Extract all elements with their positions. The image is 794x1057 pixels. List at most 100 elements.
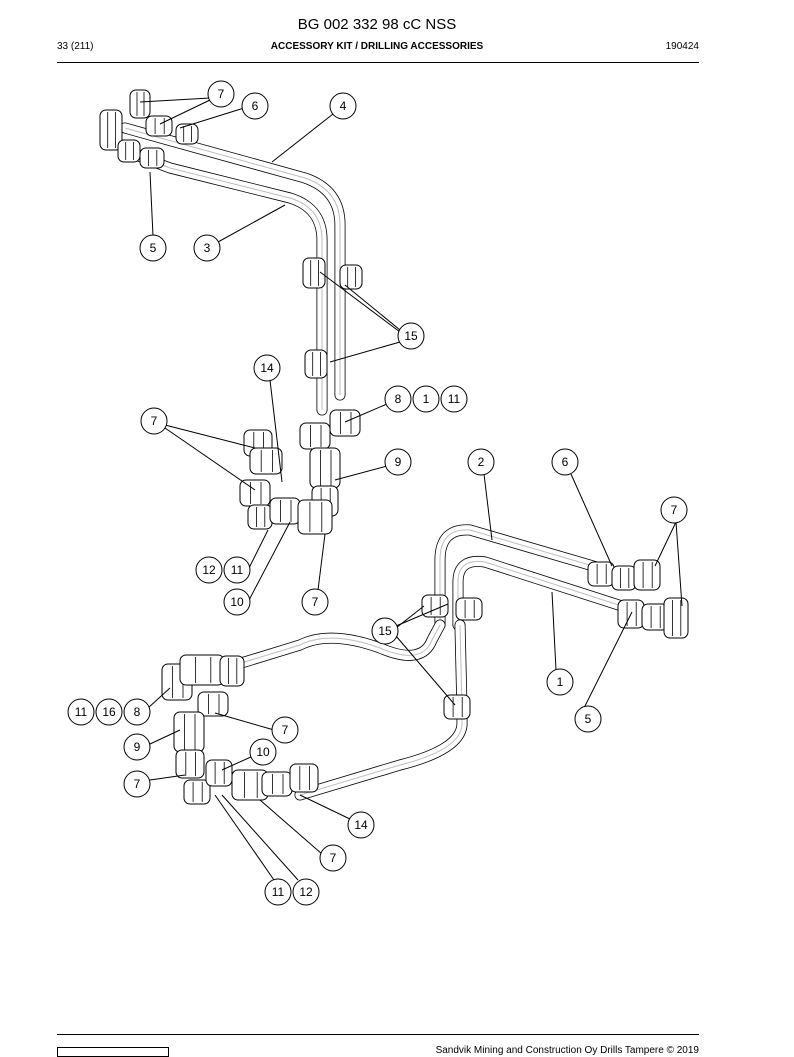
callout-circle bbox=[253, 354, 281, 382]
callout-label: 9 bbox=[395, 455, 402, 469]
page-number: 33 (211) bbox=[57, 41, 94, 52]
callout-circle bbox=[551, 448, 579, 476]
callout-circle bbox=[292, 878, 320, 906]
callout-8: 8 bbox=[123, 698, 151, 726]
callout-label: 7 bbox=[151, 414, 158, 428]
callout-circle bbox=[123, 733, 151, 761]
callout-circle bbox=[241, 92, 269, 120]
callout-label: 16 bbox=[102, 705, 116, 719]
callout-11: 11 bbox=[264, 878, 292, 906]
pipe-highlight bbox=[224, 624, 441, 669]
callout-label: 10 bbox=[256, 745, 270, 759]
leader-line bbox=[654, 521, 677, 567]
leader-line bbox=[317, 533, 326, 591]
nut-fitting bbox=[269, 497, 301, 525]
nut-fitting bbox=[261, 771, 293, 797]
callout-circle bbox=[95, 698, 123, 726]
callout-9: 9 bbox=[123, 733, 151, 761]
elbow-fitting bbox=[297, 499, 333, 535]
callout-label: 15 bbox=[404, 329, 418, 343]
elbow-fitting bbox=[663, 597, 689, 639]
callout-label: 11 bbox=[75, 705, 88, 719]
callout-label: 11 bbox=[448, 392, 461, 406]
leader-line bbox=[334, 465, 388, 481]
callout-circle bbox=[123, 698, 151, 726]
leader-line bbox=[269, 379, 283, 483]
callout-circle bbox=[139, 234, 167, 262]
callout-circle bbox=[301, 588, 329, 616]
leader-line bbox=[570, 473, 613, 567]
clamp-block bbox=[455, 597, 483, 621]
leader-line bbox=[551, 591, 557, 671]
callout-circle bbox=[195, 556, 223, 584]
callout-14: 14 bbox=[253, 354, 281, 382]
callout-1: 1 bbox=[546, 668, 574, 696]
leader-line bbox=[214, 794, 275, 881]
leader-line bbox=[675, 521, 683, 607]
callout-circle bbox=[207, 80, 235, 108]
callout-circle bbox=[384, 448, 412, 476]
callout-label: 11 bbox=[272, 885, 285, 899]
callout-7: 7 bbox=[319, 844, 347, 872]
elbow-fitting bbox=[249, 447, 283, 475]
leader-line bbox=[149, 171, 154, 237]
pipe-highlight bbox=[124, 127, 341, 395]
pipe-body bbox=[123, 147, 327, 415]
callout-7: 7 bbox=[123, 770, 151, 798]
callout-label: 10 bbox=[230, 595, 244, 609]
leader-line bbox=[164, 424, 256, 449]
footer-rule bbox=[57, 1034, 699, 1035]
clamp-block bbox=[339, 264, 363, 290]
callout-circle bbox=[123, 770, 151, 798]
callout-6: 6 bbox=[551, 448, 579, 476]
leader-line bbox=[139, 97, 211, 103]
elbow-fitting bbox=[329, 409, 361, 437]
adapter-fitting bbox=[183, 779, 211, 805]
callout-circle bbox=[347, 811, 375, 839]
elbow-fitting bbox=[99, 109, 123, 151]
date-code: 190424 bbox=[665, 41, 699, 52]
callout-circle bbox=[319, 844, 347, 872]
callout-2: 2 bbox=[467, 448, 495, 476]
callout-circle bbox=[467, 448, 495, 476]
tee-fitting bbox=[309, 447, 341, 489]
callout-7: 7 bbox=[271, 716, 299, 744]
nut-fitting bbox=[587, 561, 615, 587]
leader-line bbox=[217, 204, 286, 243]
clamp-block bbox=[302, 257, 326, 289]
callout-label: 11 bbox=[231, 563, 244, 577]
adapter-fitting bbox=[129, 89, 151, 119]
callout-circle bbox=[384, 385, 412, 413]
callout-4: 4 bbox=[329, 92, 357, 120]
nut-fitting bbox=[175, 123, 199, 145]
callout-6: 6 bbox=[241, 92, 269, 120]
callout-11: 11 bbox=[440, 385, 468, 413]
section-title: ACCESSORY KIT / DRILLING ACCESSORIES bbox=[270, 41, 484, 52]
clamp-block bbox=[443, 694, 471, 720]
pipe-highlight bbox=[457, 560, 629, 625]
callout-1: 1 bbox=[412, 385, 440, 413]
callout-circle bbox=[140, 407, 168, 435]
adapter-fitting bbox=[299, 422, 331, 450]
callout-7: 7 bbox=[207, 80, 235, 108]
leader-line bbox=[247, 521, 291, 603]
callout-label: 8 bbox=[395, 392, 402, 406]
tee-fitting bbox=[173, 711, 205, 753]
leader-line bbox=[395, 605, 425, 629]
leader-line bbox=[395, 635, 456, 706]
leader-line bbox=[395, 603, 449, 627]
pipe-highlight bbox=[127, 151, 323, 410]
callout-circle bbox=[440, 385, 468, 413]
callout-label: 12 bbox=[299, 885, 313, 899]
leader-line bbox=[221, 755, 254, 771]
callout-circle bbox=[223, 588, 251, 616]
callout-7: 7 bbox=[660, 496, 688, 524]
callout-circle bbox=[371, 617, 399, 645]
callout-circle bbox=[546, 668, 574, 696]
callout-7: 7 bbox=[301, 588, 329, 616]
callout-15: 15 bbox=[397, 322, 425, 350]
pipe-outline bbox=[122, 146, 328, 416]
callout-10: 10 bbox=[249, 738, 277, 766]
pipe-highlight bbox=[299, 624, 463, 796]
